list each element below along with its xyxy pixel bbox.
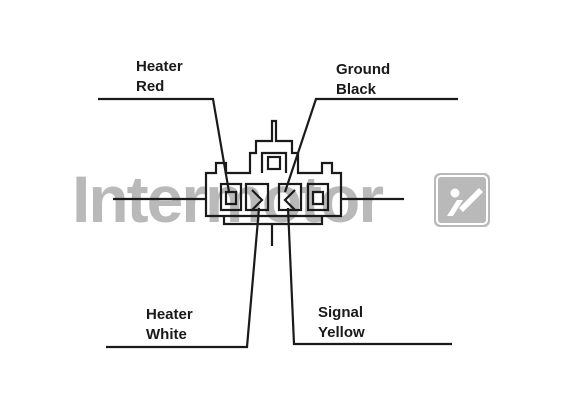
label-heater-white-name: Heater (146, 306, 193, 323)
pin-cavity-4 (306, 182, 330, 212)
label-heater-red-color: Red (136, 78, 165, 95)
pin-terminal-2 (251, 189, 264, 211)
connector-lower-housing (222, 216, 324, 226)
label-ground-black-color: Black (336, 81, 377, 98)
pin-terminal-1 (224, 190, 238, 206)
label-heater-white-color: White (146, 326, 187, 343)
pin-cavity-3 (277, 182, 303, 212)
connector-body (204, 119, 343, 218)
pin-terminal-4 (311, 190, 325, 206)
leader-signal-yellow (286, 207, 452, 346)
leader-heater-white (106, 207, 261, 349)
pin-cavity-2 (244, 182, 270, 212)
leader-heater-red (98, 97, 231, 193)
label-ground-black-name: Ground (336, 61, 391, 78)
leader-ground-black (283, 97, 458, 193)
connector-key-slot (266, 155, 282, 171)
label-signal-yellow-color: Yellow (318, 324, 365, 341)
intermotor-logo-icon (434, 173, 490, 227)
label-signal-yellow-name: Signal (318, 304, 364, 321)
connector-key (260, 151, 288, 173)
pin-terminal-3 (283, 189, 296, 211)
pin-cavity-1 (219, 182, 243, 212)
label-heater-red-name: Heater (136, 58, 183, 75)
